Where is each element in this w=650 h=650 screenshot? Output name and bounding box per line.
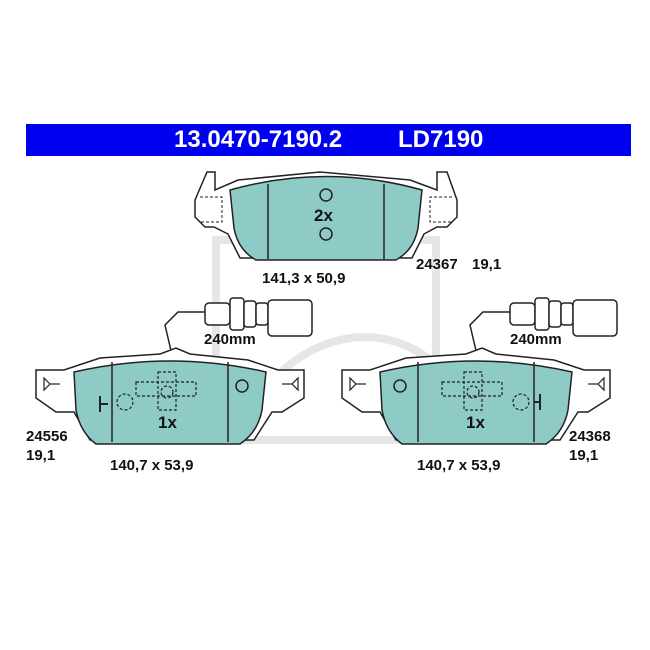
top-pad-hole-lower [319, 227, 333, 241]
left-pad-right-arrow-icon [282, 376, 299, 392]
left-pad-marker [99, 396, 108, 412]
right-pad-left-arrow-icon [349, 376, 366, 392]
ld-code: LD7190 [398, 126, 484, 153]
right-pad-arrow-icon [588, 376, 605, 392]
left-pad-hole [235, 379, 249, 393]
top-pad-hole-upper [319, 188, 333, 202]
right-pad-quantity: 1x [466, 413, 485, 432]
left-pad-ref-number: 24556 [26, 428, 68, 445]
right-pad-ref-number: 24368 [569, 428, 611, 445]
right-pad-dimensions: 140,7 x 53,9 [417, 457, 501, 474]
header-bar: 13.0470-7190.2 LD7190 [26, 124, 631, 156]
right-pad-wear-sensor [469, 297, 618, 356]
left-pad-thickness: 19,1 [26, 447, 56, 464]
part-number: 13.0470-7190.2 [174, 126, 343, 153]
top-pad-quantity: 2x [314, 206, 333, 225]
top-pad-ref-number: 24367 [416, 256, 458, 273]
top-pad-thickness: 19,1 [472, 256, 502, 273]
left-pad-cable-length: 240mm [204, 331, 256, 348]
top-pad-dashed-clips [200, 196, 452, 223]
left-pad-sensor-clip [116, 371, 197, 411]
left-pad-arrow-icon [43, 376, 60, 392]
left-pad-dimensions: 140,7 x 53,9 [110, 457, 194, 474]
left-pad-friction [73, 360, 267, 445]
top-pad-friction [229, 175, 423, 261]
right-pad-cable-length: 240mm [510, 331, 562, 348]
right-pad-hole [393, 379, 407, 393]
top-pad-dimensions: 141,3 x 50,9 [262, 270, 346, 287]
left-pad-wear-sensor [164, 297, 313, 356]
right-pad-thickness: 19,1 [569, 447, 599, 464]
top-pad-slots [267, 184, 385, 259]
left-pad-quantity: 1x [158, 413, 177, 432]
right-pad-sensor-clip [441, 371, 530, 411]
left-pad-slots [111, 362, 229, 442]
right-pad-friction [379, 360, 573, 445]
right-pad-marker [534, 394, 541, 410]
